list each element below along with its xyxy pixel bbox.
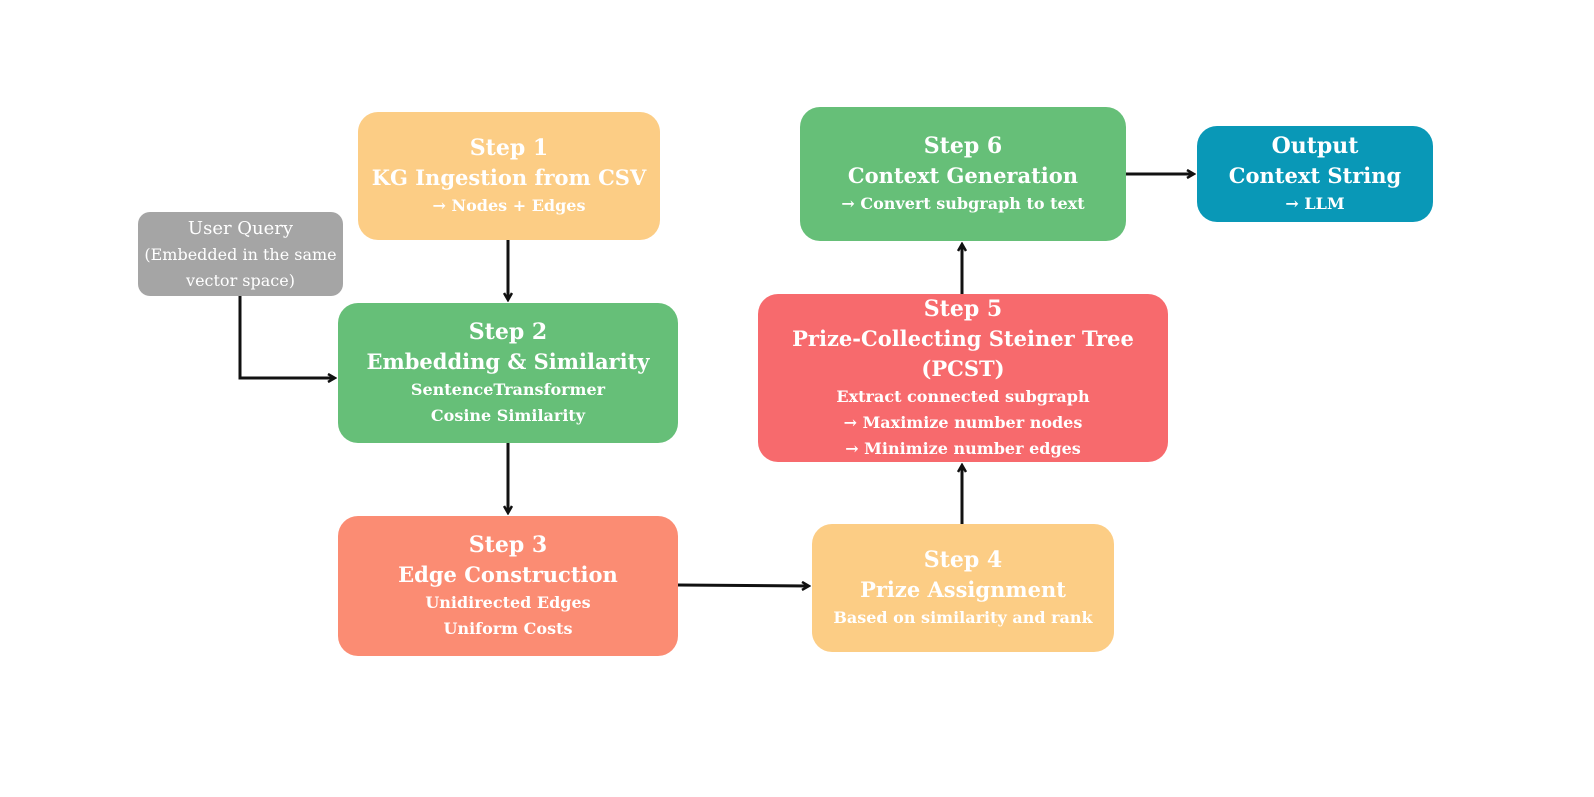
step3-title: Edge Construction: [398, 562, 618, 587]
step4-node: Step 4 Prize Assignment Based on similar…: [812, 524, 1114, 652]
step5-label: Step 5: [923, 296, 1003, 322]
user-query-node: User Query (Embedded in the same vector …: [138, 212, 343, 296]
step2-line-2: Cosine Similarity: [430, 406, 586, 425]
step6-title: Context Generation: [847, 163, 1079, 188]
step4-title: Prize Assignment: [860, 577, 1066, 602]
arrow-user-query-to-step2: [238, 296, 335, 378]
step2-line-1: SentenceTransformer: [410, 380, 606, 399]
step1-title: KG Ingestion from CSV: [371, 165, 647, 190]
step5-node: Step 5 Prize-Collecting Steiner Tree (PC…: [758, 294, 1168, 462]
step5-line-3: → Minimize number edges: [845, 439, 1081, 458]
step3-line-1: Unidirected Edges: [425, 593, 591, 612]
step1-label: Step 1: [469, 135, 549, 161]
output-title: Context String: [1228, 163, 1402, 188]
step1-line-1: → Nodes + Edges: [432, 196, 586, 215]
arrow-step3-to-step4: [677, 585, 809, 586]
user-query-line-1: (Embedded in the same: [144, 245, 337, 264]
step5-title: Prize-Collecting Steiner Tree (PCST): [792, 326, 1134, 381]
step3-node: Step 3 Edge Construction Unidirected Edg…: [338, 516, 678, 656]
step3-label: Step 3: [468, 532, 548, 558]
step6-line-1: → Convert subgraph to text: [841, 194, 1085, 213]
step6-node: Step 6 Context Generation → Convert subg…: [800, 107, 1126, 241]
step4-label: Step 4: [923, 547, 1003, 573]
output-line-1: → LLM: [1285, 194, 1345, 213]
output-node: Output Context String → LLM: [1197, 126, 1433, 222]
user-query-line-2: vector space): [186, 271, 295, 290]
step1-node: Step 1 KG Ingestion from CSV → Nodes + E…: [358, 112, 660, 240]
user-query-title: User Query: [187, 218, 294, 239]
step5-line-2: → Maximize number nodes: [843, 413, 1083, 432]
step6-label: Step 6: [923, 133, 1003, 159]
output-label: Output: [1271, 133, 1359, 159]
step2-title: Embedding & Similarity: [366, 349, 650, 374]
step2-node: Step 2 Embedding & Similarity SentenceTr…: [338, 303, 678, 443]
step3-line-2: Uniform Costs: [443, 619, 573, 638]
step2-label: Step 2: [468, 319, 548, 345]
step4-line-1: Based on similarity and rank: [833, 608, 1093, 627]
step5-line-1: Extract connected subgraph: [836, 387, 1090, 406]
